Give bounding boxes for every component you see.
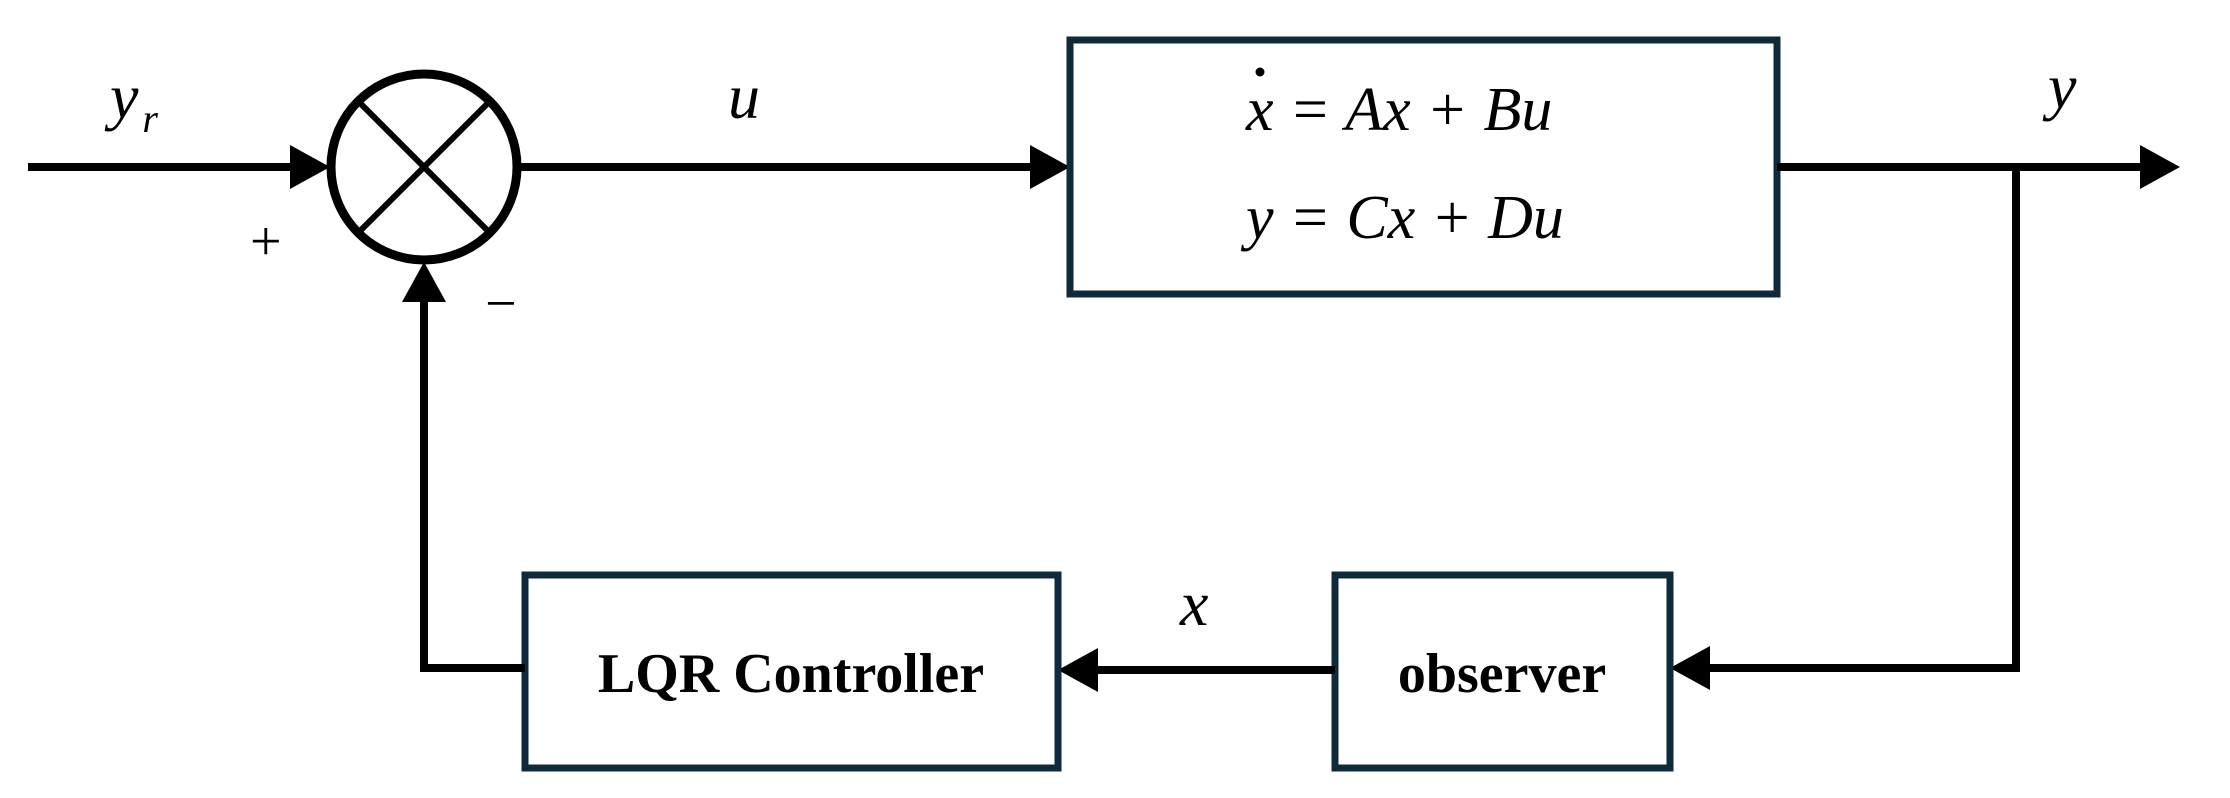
plant-block <box>1066 36 1781 298</box>
output-arrowhead <box>2140 145 2180 189</box>
plus-sign: + <box>250 211 282 273</box>
observer-label: observer <box>1398 643 1606 705</box>
plant-state-equation: x = Ax + Bu <box>1245 67 1552 144</box>
control-signal-label: u <box>728 61 760 132</box>
state-estimate-arrowhead <box>1058 648 1098 692</box>
state-signal-label: x <box>1179 568 1208 639</box>
reference-input-arrowhead <box>290 145 330 189</box>
lqr-controller-label: LQR Controller <box>598 643 984 705</box>
observer-input-arrowhead <box>1670 646 1710 690</box>
plant-output-equation: y = Cx + Du <box>1240 184 1564 252</box>
control-signal-arrowhead <box>1030 145 1070 189</box>
state-derivative-dot <box>1255 67 1265 77</box>
state-equation-text: x = Ax + Bu <box>1245 76 1552 144</box>
summing-junction <box>326 69 522 265</box>
summing-junction-cross-b <box>355 98 493 236</box>
output-signal-label: y <box>2042 51 2077 122</box>
minus-sign: − <box>485 273 517 335</box>
feedback-arrowhead <box>402 262 446 302</box>
